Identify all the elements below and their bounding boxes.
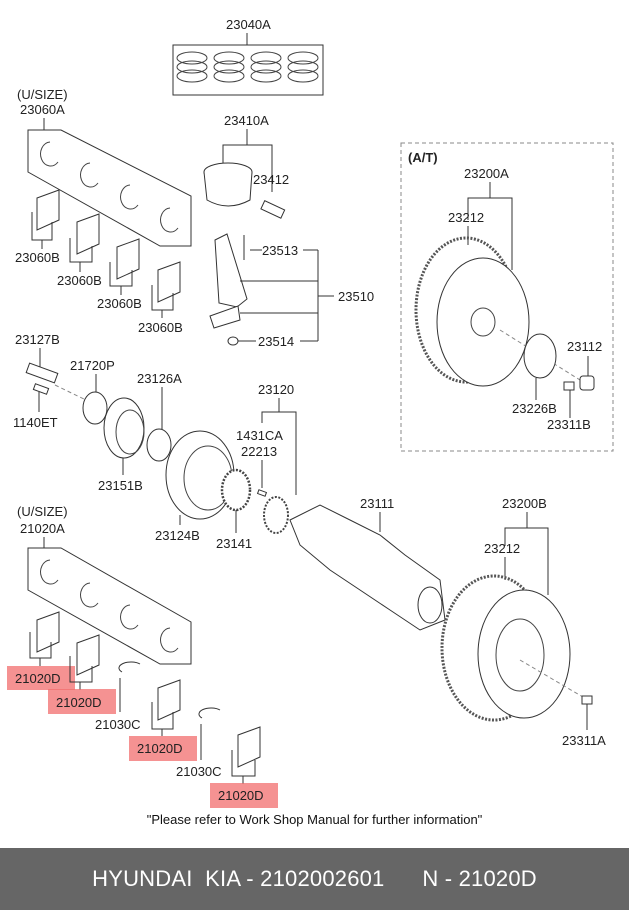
flywheel-assembly: 23200B 23212 23311A: [440, 496, 606, 748]
label-23212-mt: 23212: [484, 541, 520, 556]
label-23410A: 23410A: [224, 113, 269, 128]
footer-spacer: [385, 866, 423, 892]
label-23141: 23141: [216, 536, 252, 551]
highlight-21020D-1: [7, 666, 75, 690]
label-23060B-1: 23060B: [15, 250, 60, 265]
at-drive-plate-group: (A/T) 23200A 23212 23226B 23112 23311B: [400, 142, 614, 452]
main-bearings: 21020D 21020D 21030C 21020D 21030C 21020…: [7, 611, 278, 808]
label-usize-2: (U/SIZE): [17, 504, 68, 519]
label-23200A: 23200A: [464, 166, 509, 181]
label-23510: 23510: [338, 289, 374, 304]
label-23127B: 23127B: [15, 332, 60, 347]
label-usize-1: (U/SIZE): [17, 87, 68, 102]
label-23151B: 23151B: [98, 478, 143, 493]
crank-pulley-group: 23127B 1140ET 21720P 23151B 23126A 23124…: [13, 332, 297, 551]
label-23040A: 23040A: [226, 17, 271, 32]
label-21020D-1[interactable]: 21020D: [15, 671, 61, 686]
label-23112: 23112: [567, 339, 602, 354]
label-21030C-2: 21030C: [176, 764, 222, 779]
brand-part-number: HYUNDAI KIA - 2102002601: [92, 866, 385, 891]
label-23513: 23513: [262, 243, 298, 258]
piston-ring-set: 23040A: [172, 17, 324, 96]
label-21030C-1: 21030C: [95, 717, 141, 732]
label-23111: 23111: [360, 496, 394, 511]
highlight-21020D-4: [210, 783, 278, 808]
main-bearing-set-usize: (U/SIZE) 21020A: [17, 504, 192, 665]
label-1431CA: 1431CA: [236, 428, 283, 443]
connecting-rod-assembly: 23513 23510 23514: [209, 233, 374, 349]
label-at: (A/T): [408, 150, 438, 165]
crankshaft: 23111: [289, 496, 446, 631]
label-23060B-2: 23060B: [57, 273, 102, 288]
part-number-footer: HYUNDAI KIA - 2102002601 N - 21020D: [0, 848, 629, 910]
label-23060B-4: 23060B: [138, 320, 183, 335]
label-23514: 23514: [258, 334, 294, 349]
label-23311B: 23311B: [547, 417, 591, 432]
conrod-bearing-set-usize: (U/SIZE) 23060A: [17, 87, 192, 247]
label-23120: 23120: [258, 382, 294, 397]
highlight-21020D-3: [129, 736, 197, 761]
label-22213: 22213: [241, 444, 277, 459]
label-23412: 23412: [253, 172, 289, 187]
workshop-manual-note: "Please refer to Work Shop Manual for fu…: [146, 812, 483, 827]
label-23060B-3: 23060B: [97, 296, 142, 311]
label-23200B: 23200B: [502, 496, 547, 511]
label-23060A: 23060A: [20, 102, 65, 117]
label-21720P: 21720P: [70, 358, 115, 373]
label-23226B: 23226B: [512, 401, 557, 416]
label-1140ET: 1140ET: [13, 415, 58, 430]
parts-diagram: 23040A (U/SIZE) 23060A 23410A 23412: [7, 17, 614, 808]
label-23124B: 23124B: [155, 528, 200, 543]
label-21020A: 21020A: [20, 521, 65, 536]
highlight-21020D-2: [48, 689, 116, 714]
conrod-bearings: 23060B 23060B 23060B 23060B: [15, 189, 183, 335]
label-21020D-4[interactable]: 21020D: [218, 788, 264, 803]
diagram-reference-number: N - 21020D: [422, 866, 537, 891]
label-21020D-3[interactable]: 21020D: [137, 741, 183, 756]
piston-assembly: 23410A 23412: [203, 113, 289, 219]
label-23126A: 23126A: [137, 371, 182, 386]
label-23212-at: 23212: [448, 210, 484, 225]
label-23311A: 23311A: [562, 733, 606, 748]
label-21020D-2[interactable]: 21020D: [56, 695, 102, 710]
